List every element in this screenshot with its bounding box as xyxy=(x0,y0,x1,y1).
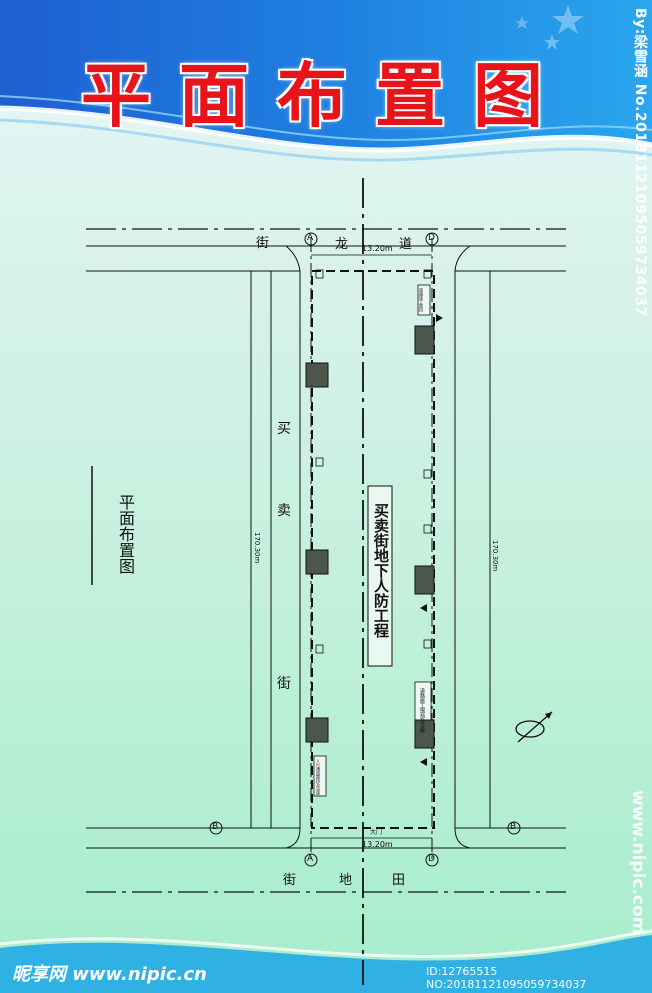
equipment-block xyxy=(414,325,435,355)
street-edge-right xyxy=(454,245,471,272)
equipment-block xyxy=(305,717,329,743)
axis-marker-a-top xyxy=(304,232,318,246)
right-sign-label-1: 道路施工围挡 xyxy=(419,288,424,312)
street-edge-right xyxy=(454,271,471,849)
left-sign-label: 人行通道围挡及设施 xyxy=(316,759,321,795)
axis-label-b-right: B xyxy=(510,822,517,832)
site-watermark-right: www.nipic.com xyxy=(628,790,648,935)
small-post xyxy=(423,269,432,279)
small-post xyxy=(423,524,432,534)
arrow-icon xyxy=(436,314,443,322)
street-name-bottom-b: 地 xyxy=(339,873,353,888)
right-sign-box-1 xyxy=(417,284,431,316)
axis-marker-b-left xyxy=(209,821,223,835)
axis-marker-d-bottom xyxy=(425,853,439,867)
project-label: 买卖街地下人防工程 xyxy=(372,503,390,638)
north-arrow-icon xyxy=(515,711,553,743)
bottom-width-dimension: 13.20m xyxy=(362,840,393,849)
axis-marker-b-right xyxy=(507,821,521,835)
axis-label-b-left: B xyxy=(212,822,219,832)
left-length-dimension: 170.30m xyxy=(253,532,261,564)
street-name-top-a: 龙 xyxy=(335,237,349,252)
legend-label: 平面布置图 xyxy=(116,494,135,574)
small-post xyxy=(423,469,432,479)
header-background xyxy=(0,0,652,162)
street-name-top-left: 街 xyxy=(256,236,270,251)
axis-label-d-top: D xyxy=(428,233,435,243)
street-edge-left xyxy=(285,271,301,849)
main-street-name-1: 买 xyxy=(277,421,291,437)
gate-label: 大门 xyxy=(370,829,383,836)
equipment-block xyxy=(305,362,329,388)
small-post xyxy=(315,457,324,467)
author-credit: By:梁雪涵 No.20181121095059734037 xyxy=(632,8,648,317)
axis-label-d-bottom: D xyxy=(428,854,435,864)
small-post xyxy=(423,639,432,649)
star-icon xyxy=(515,16,529,29)
small-post xyxy=(315,644,324,654)
street-name-bottom-c: 田 xyxy=(392,873,406,888)
star-icon xyxy=(552,5,584,34)
street-edge-left xyxy=(285,245,301,272)
axis-label-a-bottom: A xyxy=(307,854,314,864)
image-id-watermark: ID:12765515 NO:20181121095059734037 xyxy=(426,965,587,991)
main-street-name-2: 卖 xyxy=(277,503,291,519)
left-sign-box xyxy=(313,755,327,797)
page-title: 平面布置图 xyxy=(81,54,571,137)
arrow-icon xyxy=(420,604,427,612)
bottom-wave xyxy=(0,935,652,993)
main-street-name-3: 街 xyxy=(277,676,291,692)
equipment-block xyxy=(414,719,435,749)
small-post xyxy=(315,269,324,279)
left-building-block xyxy=(250,270,272,829)
axis-marker-a-bottom xyxy=(304,853,318,867)
site-watermark-left: 昵享网 www.nipic.cn xyxy=(12,964,207,985)
axis-label-a-top: A xyxy=(307,233,314,243)
top-width-dimension: 13.20m xyxy=(362,244,393,253)
arrow-icon xyxy=(420,758,427,766)
axis-marker-d-top xyxy=(425,232,439,246)
street-name-bottom-a: 街 xyxy=(283,873,297,888)
equipment-block xyxy=(305,549,329,575)
equipment-block xyxy=(414,565,435,595)
right-sign-label-2: 道路施工围挡及设施 xyxy=(419,688,425,733)
bottom-wave-line xyxy=(0,929,652,958)
right-building-block xyxy=(454,270,491,829)
project-label-box xyxy=(367,485,393,667)
star-icon xyxy=(544,34,560,50)
street-name-top-b: 道 xyxy=(399,237,413,252)
right-length-dimension: 170.30m xyxy=(491,540,499,572)
